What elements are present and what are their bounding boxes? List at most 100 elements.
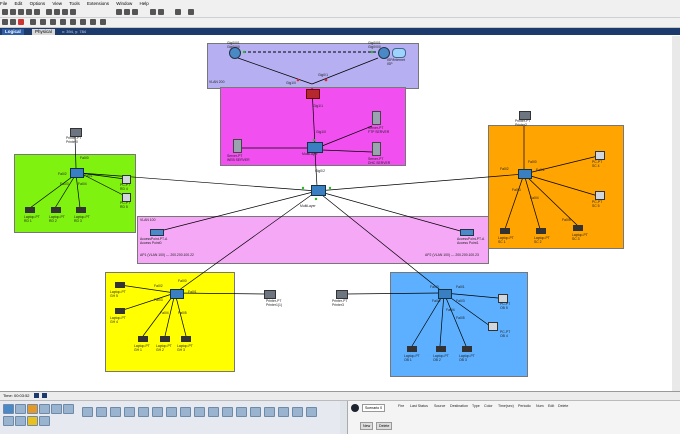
access-point-right-icon[interactable]	[460, 229, 474, 236]
printer-green-icon[interactable]	[70, 128, 82, 137]
save-icon[interactable]	[18, 9, 24, 15]
device-model-icon[interactable]	[306, 407, 317, 417]
server-r1-icon[interactable]	[372, 111, 381, 125]
pc-icon[interactable]	[498, 294, 508, 303]
router-left-icon[interactable]	[229, 47, 241, 59]
menu-file[interactable]: File	[0, 1, 8, 6]
drawing-palette-icon[interactable]	[150, 9, 156, 15]
new-file-icon[interactable]	[2, 9, 8, 15]
device-category-wireless-icon[interactable]	[39, 404, 50, 414]
device-model-icon[interactable]	[278, 407, 289, 417]
pc-icon[interactable]	[595, 151, 605, 160]
laptop-icon[interactable]	[573, 225, 583, 231]
zoom-in-icon[interactable]	[116, 9, 122, 15]
tab-physical[interactable]: Physical	[32, 29, 55, 35]
server-r2-icon[interactable]	[372, 142, 381, 156]
device-model-icon[interactable]	[110, 407, 121, 417]
laptop-icon[interactable]	[51, 207, 61, 213]
device-category-security-icon[interactable]	[51, 404, 62, 414]
print-icon[interactable]	[26, 9, 32, 15]
pc-icon[interactable]	[122, 193, 131, 202]
switch-yellow-icon[interactable]	[170, 289, 184, 299]
device-category-routers-icon[interactable]	[3, 404, 14, 414]
laptop-icon[interactable]	[436, 346, 446, 352]
cloud-icon[interactable]	[392, 48, 406, 58]
delete-icon[interactable]	[18, 19, 24, 25]
simple-pdu-icon[interactable]	[90, 19, 96, 25]
laptop-icon[interactable]	[115, 282, 125, 288]
laptop-icon[interactable]	[500, 228, 510, 234]
undo-icon[interactable]	[62, 9, 68, 15]
resize-icon[interactable]	[40, 19, 46, 25]
printer-yellow-icon[interactable]	[264, 290, 276, 299]
fast-forward-icon[interactable]	[41, 393, 47, 399]
firewall-icon[interactable]	[306, 89, 320, 99]
laptop-icon[interactable]	[536, 228, 546, 234]
laptop-icon[interactable]	[407, 346, 417, 352]
server-left-icon[interactable]	[233, 139, 242, 153]
laptop-icon[interactable]	[462, 346, 472, 352]
device-category-end-devices-icon[interactable]	[3, 416, 14, 426]
help-icon[interactable]	[188, 9, 194, 15]
device-model-icon[interactable]	[138, 407, 149, 417]
device-model-icon[interactable]	[264, 407, 275, 417]
laptop-icon[interactable]	[76, 207, 86, 213]
copy-icon[interactable]	[46, 9, 52, 15]
pc-icon[interactable]	[595, 191, 605, 200]
printer-blue-icon[interactable]	[336, 290, 348, 299]
device-model-icon[interactable]	[250, 407, 261, 417]
tab-logical[interactable]: Logical	[2, 29, 24, 35]
paste-icon[interactable]	[54, 9, 60, 15]
scenario-select[interactable]: Scenario 0	[362, 404, 386, 412]
menu-extensions[interactable]: Extensions	[86, 1, 109, 6]
menu-tools[interactable]: Tools	[69, 1, 80, 6]
note-icon[interactable]	[50, 19, 56, 25]
laptop-icon[interactable]	[115, 308, 125, 314]
zoom-out-icon[interactable]	[132, 9, 138, 15]
device-model-icon[interactable]	[166, 407, 177, 417]
router-right-icon[interactable]	[378, 47, 390, 59]
laptop-icon[interactable]	[160, 336, 170, 342]
switch-blue-icon[interactable]	[438, 289, 452, 299]
draw-shape-icon[interactable]	[70, 19, 76, 25]
laptop-icon[interactable]	[25, 207, 35, 213]
device-model-icon[interactable]	[222, 407, 233, 417]
menu-options[interactable]: Options	[29, 1, 46, 6]
activity-wizard-icon[interactable]	[34, 9, 40, 15]
menu-help[interactable]: Help	[139, 1, 149, 6]
device-model-icon[interactable]	[236, 407, 247, 417]
device-model-icon[interactable]	[82, 407, 93, 417]
search-icon[interactable]	[10, 19, 16, 25]
pdu-icon[interactable]	[175, 9, 181, 15]
delete-scenario-button[interactable]: Delete	[376, 422, 393, 430]
pc-icon[interactable]	[122, 175, 131, 184]
device-model-icon[interactable]	[208, 407, 219, 417]
access-point-left-icon[interactable]	[150, 229, 164, 236]
menu-edit[interactable]: Edit	[14, 1, 23, 6]
zoom-reset-icon[interactable]	[124, 9, 130, 15]
switch-green-icon[interactable]	[70, 168, 84, 178]
pencil-icon[interactable]	[80, 19, 86, 25]
workspace-vertical-scrollbar[interactable]	[672, 36, 680, 391]
play-control-icon[interactable]	[33, 393, 39, 399]
pc-icon[interactable]	[488, 322, 498, 331]
device-model-icon[interactable]	[96, 407, 107, 417]
new-scenario-button[interactable]: New	[360, 422, 374, 430]
select-icon[interactable]	[2, 19, 8, 25]
device-model-icon[interactable]	[124, 407, 135, 417]
printer-orange-icon[interactable]	[519, 111, 531, 120]
device-model-icon[interactable]	[152, 407, 163, 417]
laptop-icon[interactable]	[181, 336, 191, 342]
device-model-icon[interactable]	[194, 407, 205, 417]
device-category-connections-icon[interactable]	[27, 416, 38, 426]
custom-device-icon[interactable]	[158, 9, 164, 15]
device-model-icon[interactable]	[292, 407, 303, 417]
menu-window[interactable]: Window	[116, 1, 133, 6]
core-switch-icon[interactable]	[307, 142, 323, 153]
device-category-hubs-icon[interactable]	[27, 404, 38, 414]
menu-view[interactable]: View	[52, 1, 63, 6]
redo-icon[interactable]	[70, 9, 76, 15]
switch-orange-icon[interactable]	[518, 169, 532, 179]
device-category-iot-icon[interactable]	[15, 416, 26, 426]
open-icon[interactable]	[10, 9, 16, 15]
